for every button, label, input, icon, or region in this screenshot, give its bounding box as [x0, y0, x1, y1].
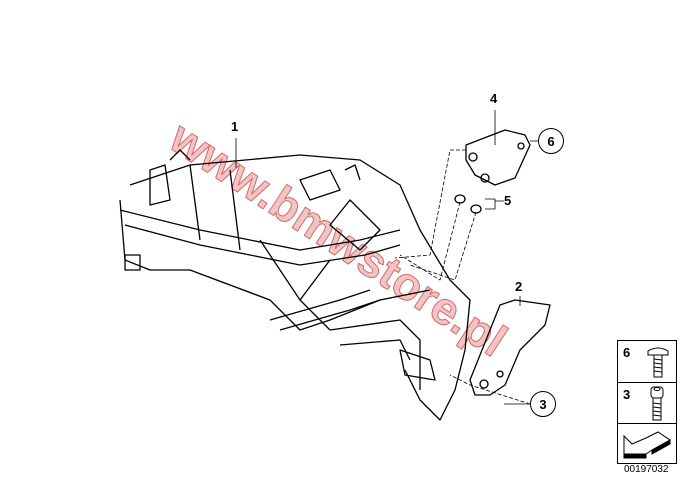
legend-number: 3 [623, 387, 631, 402]
legend-number: 6 [623, 345, 631, 360]
legend-item: 6 [618, 341, 676, 383]
leader-lines [235, 110, 538, 405]
callout-6: 6 [538, 128, 564, 154]
callout-1: 1 [231, 119, 239, 134]
legend-item: 3 [618, 383, 676, 424]
callout-5: 5 [504, 193, 512, 208]
callout-3: 3 [530, 391, 556, 417]
part-2-bracket [469, 299, 551, 396]
part-5-nuts [454, 194, 482, 214]
pan-head-screw-icon [647, 347, 669, 378]
legend-item [618, 424, 676, 463]
part-4-cover [465, 129, 531, 186]
callout-2: 2 [515, 279, 523, 294]
callout-4: 4 [490, 91, 498, 106]
main-frame [119, 149, 471, 421]
parts-legend: 6 3 [617, 340, 677, 464]
diagram-id: 00197032 [624, 464, 669, 475]
socket-head-screw-icon [650, 386, 664, 421]
arrow-icon [623, 431, 671, 459]
